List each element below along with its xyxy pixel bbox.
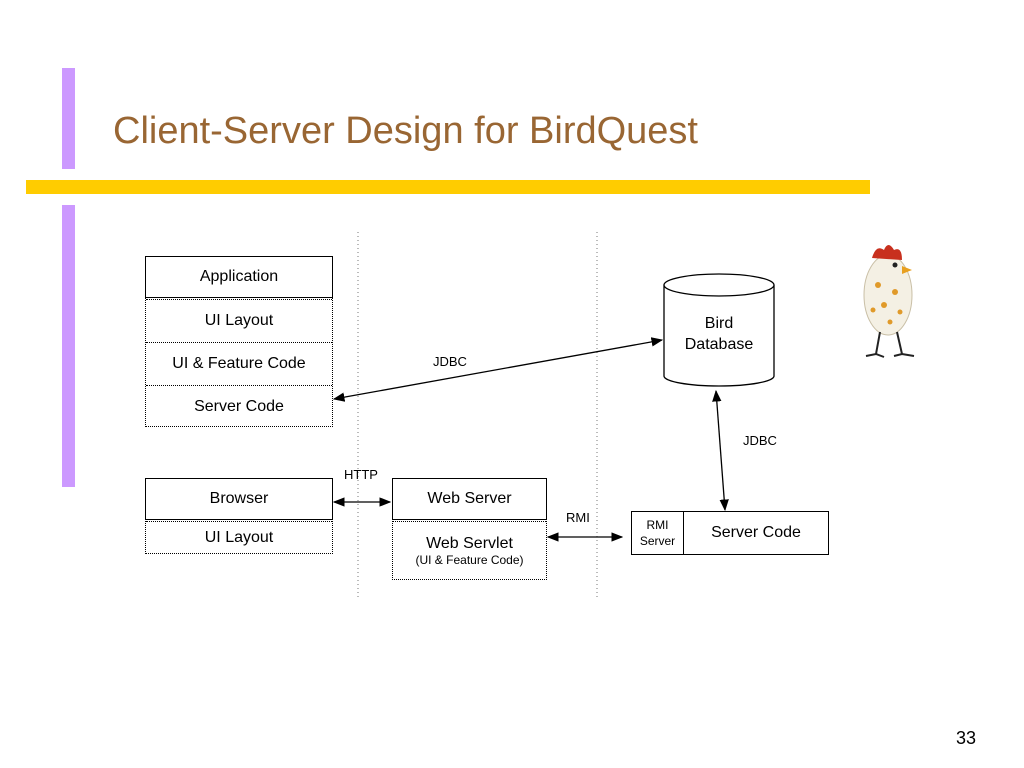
application-layer-feature-code: UI & Feature Code — [146, 342, 332, 385]
application-stack: Application UI Layout UI & Feature Code … — [145, 256, 333, 427]
http-label: HTTP — [344, 467, 378, 482]
database-label: Bird Database — [664, 313, 774, 355]
accent-bar-horizontal — [26, 180, 870, 194]
database-cylinder — [663, 273, 775, 387]
database-label-line2: Database — [684, 336, 754, 353]
browser-layer-ui-layout: UI Layout — [146, 521, 332, 554]
rmi-server-line1: RMI — [646, 518, 669, 532]
slide-number: 33 — [955, 728, 976, 748]
chicken-mascot-icon — [863, 245, 915, 358]
rmi-server-line2: Server — [639, 534, 676, 548]
browser-header: Browser — [145, 478, 333, 520]
accent-bar-top — [62, 68, 75, 169]
application-layer-server-code: Server Code — [146, 385, 332, 427]
jdbc-arrow-server — [712, 389, 729, 512]
database-label-line1: Bird — [704, 315, 734, 332]
jdbc-label-app: JDBC — [433, 354, 467, 369]
application-header: Application — [145, 256, 333, 298]
server-box: RMI Server Server Code — [631, 511, 829, 555]
web-server-stack: Web Server Web Servlet (UI & Feature Cod… — [392, 478, 547, 580]
slide-title: Client-Server Design for BirdQuest — [113, 110, 698, 152]
web-server-header: Web Server — [392, 478, 547, 520]
application-layer-ui-layout: UI Layout — [146, 299, 332, 342]
rmi-label: RMI — [566, 510, 590, 525]
web-servlet-title: Web Servlet — [426, 535, 513, 552]
server-code: Server Code — [711, 524, 801, 541]
web-servlet: Web Servlet (UI & Feature Code) — [393, 521, 546, 580]
jdbc-label-server: JDBC — [743, 433, 777, 448]
rmi-server: RMI Server — [632, 512, 684, 554]
jdbc-arrow-app — [332, 337, 664, 402]
web-servlet-subtitle: (UI & Feature Code) — [415, 553, 524, 567]
accent-bar-bottom — [62, 205, 75, 487]
browser-stack: Browser UI Layout — [145, 478, 333, 554]
